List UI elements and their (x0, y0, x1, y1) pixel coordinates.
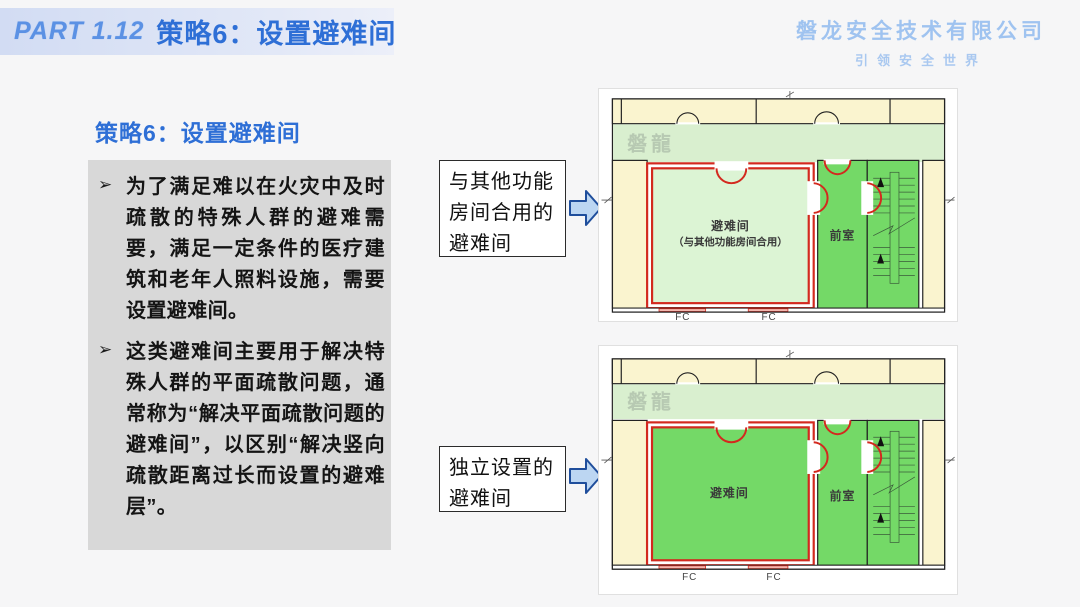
arrow-right-icon (569, 190, 602, 226)
dimension-ticks (601, 90, 955, 204)
anteroom (817, 419, 868, 566)
company-logo: 磐龙安全技术有限公司 引领安全世界 (796, 15, 1046, 69)
callout-independent-refuge: 独立设置的避难间 (439, 446, 566, 512)
anteroom-label: 前室 (830, 229, 856, 243)
page-title: 策略6：设置避难间 (156, 19, 397, 49)
section-heading: 策略6：设置避难间 (95, 120, 301, 146)
fire-window-label: FC (761, 312, 776, 321)
corridor (613, 384, 944, 420)
floor-plan-independent-drawing: 磐龍 (599, 346, 957, 594)
fire-door-icon (823, 160, 852, 176)
fire-door-icon (715, 168, 748, 185)
bullet-arrow-icon: ➢ (98, 340, 113, 359)
corridor (613, 124, 944, 163)
watermark: 磐龍 (627, 390, 675, 413)
refuge-room-label: 避难间 (711, 219, 750, 233)
stair-direction-arrow (877, 436, 885, 447)
floor-plan-shared: 磐龍 (598, 88, 958, 322)
bullet-text-2: 这类避难间主要用于解决特殊人群的平面疏散问题，通常称为“解决平面疏散问题的避难间… (126, 341, 385, 518)
fire-door-icon (715, 427, 748, 444)
fire-window (747, 565, 789, 570)
double-door-icon (814, 111, 840, 124)
fire-door-icon (813, 441, 829, 473)
fire-door-icon (823, 420, 852, 436)
stair-direction-arrow (877, 512, 885, 523)
double-door-icon (814, 371, 840, 384)
fire-window-label: FC (766, 572, 781, 583)
stairs-icon (873, 430, 916, 543)
header-banner: PART 1.12 策略6：设置避难间 (0, 8, 397, 55)
fire-window-label: FC (675, 312, 690, 321)
fire-window-label: FC (682, 572, 697, 583)
refuge-room-sublabel: （与其他功能房间合用） (673, 236, 787, 249)
fire-door-icon (867, 441, 883, 473)
floor-plan-shared-drawing: 磐龍 (599, 89, 957, 321)
bullet-text-1: 为了满足难以在火灾中及时疏散的特殊人群的避难需要，满足一定条件的医疗建筑和老年人… (126, 176, 385, 322)
content-box: ➢ 为了满足难以在火灾中及时疏散的特殊人群的避难需要，满足一定条件的医疗建筑和老… (88, 160, 391, 550)
stair-direction-arrow (877, 177, 885, 188)
bullet-item-2: ➢ 这类避难间主要用于解决特殊人群的平面疏散问题，通常称为“解决平面疏散问题的避… (98, 337, 385, 523)
refuge-room (650, 426, 810, 562)
company-slogan: 引领安全世界 (854, 53, 987, 68)
door-gap (675, 122, 701, 126)
bullet-item-1: ➢ 为了满足难以在火灾中及时疏散的特殊人群的避难需要，满足一定条件的医疗建筑和老… (98, 172, 385, 327)
fire-door-icon (813, 182, 829, 214)
arrow-right-icon (569, 458, 602, 494)
double-door-icon (676, 372, 700, 384)
double-door-icon (676, 112, 700, 124)
fire-door-icon (867, 182, 883, 214)
company-name: 磐龙安全技术有限公司 (796, 20, 1046, 43)
watermark: 磐龍 (627, 132, 675, 155)
refuge-room-label: 避难间 (710, 486, 749, 500)
fire-window (658, 565, 706, 570)
callout-shared-refuge: 与其他功能房间合用的避难间 (439, 160, 566, 257)
anteroom-label: 前室 (830, 489, 856, 503)
floor-plan-independent: 磐龍 (598, 345, 958, 595)
stairs-icon (873, 171, 916, 284)
refuge-room (650, 167, 810, 305)
stair-direction-arrow (877, 253, 885, 264)
bullet-arrow-icon: ➢ (98, 175, 113, 194)
dimension-ticks (601, 349, 955, 464)
part-label: PART 1.12 (14, 17, 145, 45)
